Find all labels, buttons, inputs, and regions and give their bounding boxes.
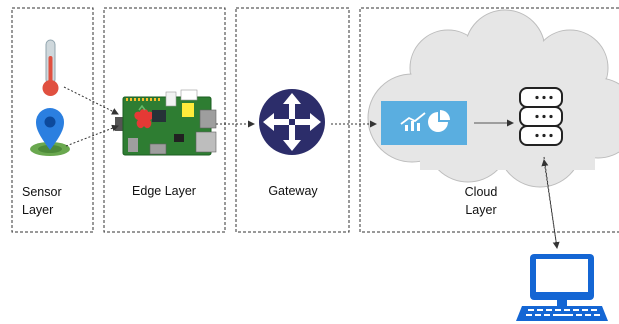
gateway-label: Gateway (268, 184, 318, 198)
router-icon (259, 89, 325, 155)
cloud-layer-box (359, 7, 619, 233)
sensor-layer-label-line1: Sensor (22, 185, 62, 199)
raspberry-pi-board-icon (115, 89, 217, 156)
sensor-layer-label-line2: Layer (22, 203, 53, 217)
gateway-layer-box (235, 7, 350, 233)
thermometer-icon (42, 39, 59, 96)
sensor-layer-box (11, 7, 94, 233)
desktop-computer-icon (516, 254, 608, 321)
edge-layer-box (103, 7, 226, 233)
cloud-layer-label-line2: Layer (465, 203, 496, 217)
edge-layer-label: Edge Layer (132, 184, 196, 198)
arrow-location-to-edge (65, 124, 119, 147)
arrow-thermometer-to-edge (63, 86, 119, 115)
cloud-layer-label-line1: Cloud (465, 185, 498, 199)
arrow-computer-to-database-up (541, 159, 558, 249)
analytics-dashboard-icon (381, 101, 467, 145)
location-pin-icon (30, 108, 70, 156)
database-icon (519, 87, 563, 146)
